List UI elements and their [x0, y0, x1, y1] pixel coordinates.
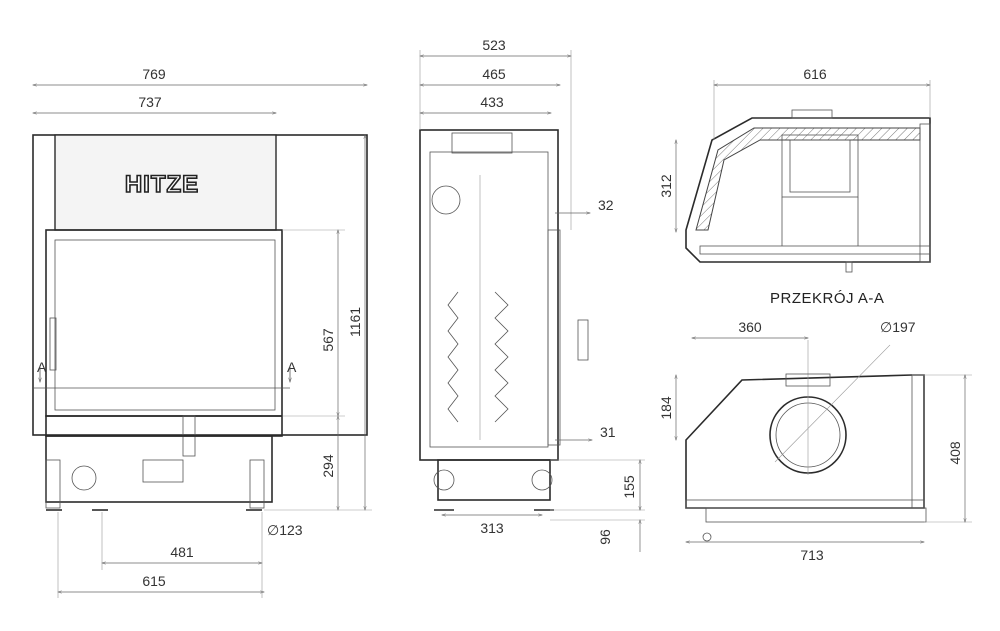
section-marker-right: A — [287, 359, 297, 375]
side-leg-left — [433, 469, 455, 491]
brand-logo: HITZE — [125, 171, 199, 198]
front-view: HITZE A A 769 737 1161 567 294 — [32, 66, 372, 598]
dim-outlet-offset: 360 — [738, 319, 762, 335]
air-box — [142, 459, 184, 483]
section-label: PRZEKRÓJ A-A — [770, 290, 884, 307]
dim-depth-mid: 465 — [482, 66, 506, 82]
door-hinge — [49, 317, 57, 371]
section-base-plate — [699, 245, 931, 255]
dim-pipe-diameter: ∅123 — [267, 522, 303, 538]
top-section-view: 616 312 PRZEKRÓJ A-A — [658, 66, 931, 307]
side-inner-outline — [429, 151, 549, 448]
side-leg-right — [531, 469, 553, 491]
dim-legs-spacing: 481 — [170, 544, 194, 560]
leg-left — [45, 459, 61, 509]
plan-outline — [685, 374, 925, 509]
door-profile — [547, 229, 561, 446]
plan-handle-knob — [702, 532, 712, 542]
dim-height-glass: 567 — [320, 328, 336, 352]
section-marker-left: A — [37, 359, 47, 375]
section-grate-inner — [789, 139, 851, 193]
dim-leg-spacing: 313 — [480, 520, 504, 536]
front-plinth — [45, 415, 283, 437]
leg-frame — [45, 435, 273, 503]
plan-base-plate — [685, 499, 925, 509]
dim-depth-outer: 523 — [482, 37, 506, 53]
plan-flue-collar — [785, 373, 831, 387]
dim-width-outer: 769 — [142, 66, 166, 82]
side-handle — [577, 319, 589, 361]
front-top-panel — [54, 134, 277, 231]
section-door-frame — [919, 123, 931, 263]
dim-height-total: 1161 — [347, 307, 363, 337]
dim-width-inner: 737 — [138, 94, 162, 110]
outlet-diameter-leader — [774, 344, 891, 463]
dim-top-depth: 312 — [658, 174, 674, 198]
section-handle — [845, 261, 853, 273]
side-view: 523 465 433 32 31 313 155 96 — [419, 37, 645, 552]
glass-pane — [54, 239, 276, 411]
dim-depth-inner: 433 — [480, 94, 504, 110]
section-flue — [791, 109, 833, 119]
side-body-outline — [419, 129, 559, 461]
dim-plan-width: 713 — [800, 547, 824, 563]
dim-foot-height: 155 — [621, 475, 637, 499]
leg-right — [249, 459, 265, 509]
dim-outlet-depth: 184 — [658, 396, 674, 420]
section-grate — [781, 134, 859, 198]
side-air-inlet — [431, 185, 461, 215]
dim-foot-offset: 96 — [597, 529, 613, 545]
plan-plinth — [705, 507, 927, 523]
side-leg-frame — [437, 459, 551, 501]
flue-collar — [451, 132, 513, 154]
dim-frame-bottom: 31 — [600, 424, 616, 440]
air-inlet-left — [71, 465, 97, 491]
section-insulation-hatch — [695, 127, 921, 231]
dim-frame-top: 32 — [598, 197, 614, 213]
dim-height-legs: 294 — [320, 454, 336, 478]
baffle-left — [447, 291, 459, 423]
dim-base-width: 615 — [142, 573, 166, 589]
plan-door-frame — [911, 374, 925, 509]
plan-view: 360 ∅197 184 408 713 — [658, 319, 972, 563]
baffle-right — [494, 291, 509, 423]
dim-plan-depth: 408 — [947, 441, 963, 465]
dim-top-width: 616 — [803, 66, 827, 82]
dim-outlet-diameter: ∅197 — [880, 319, 916, 335]
